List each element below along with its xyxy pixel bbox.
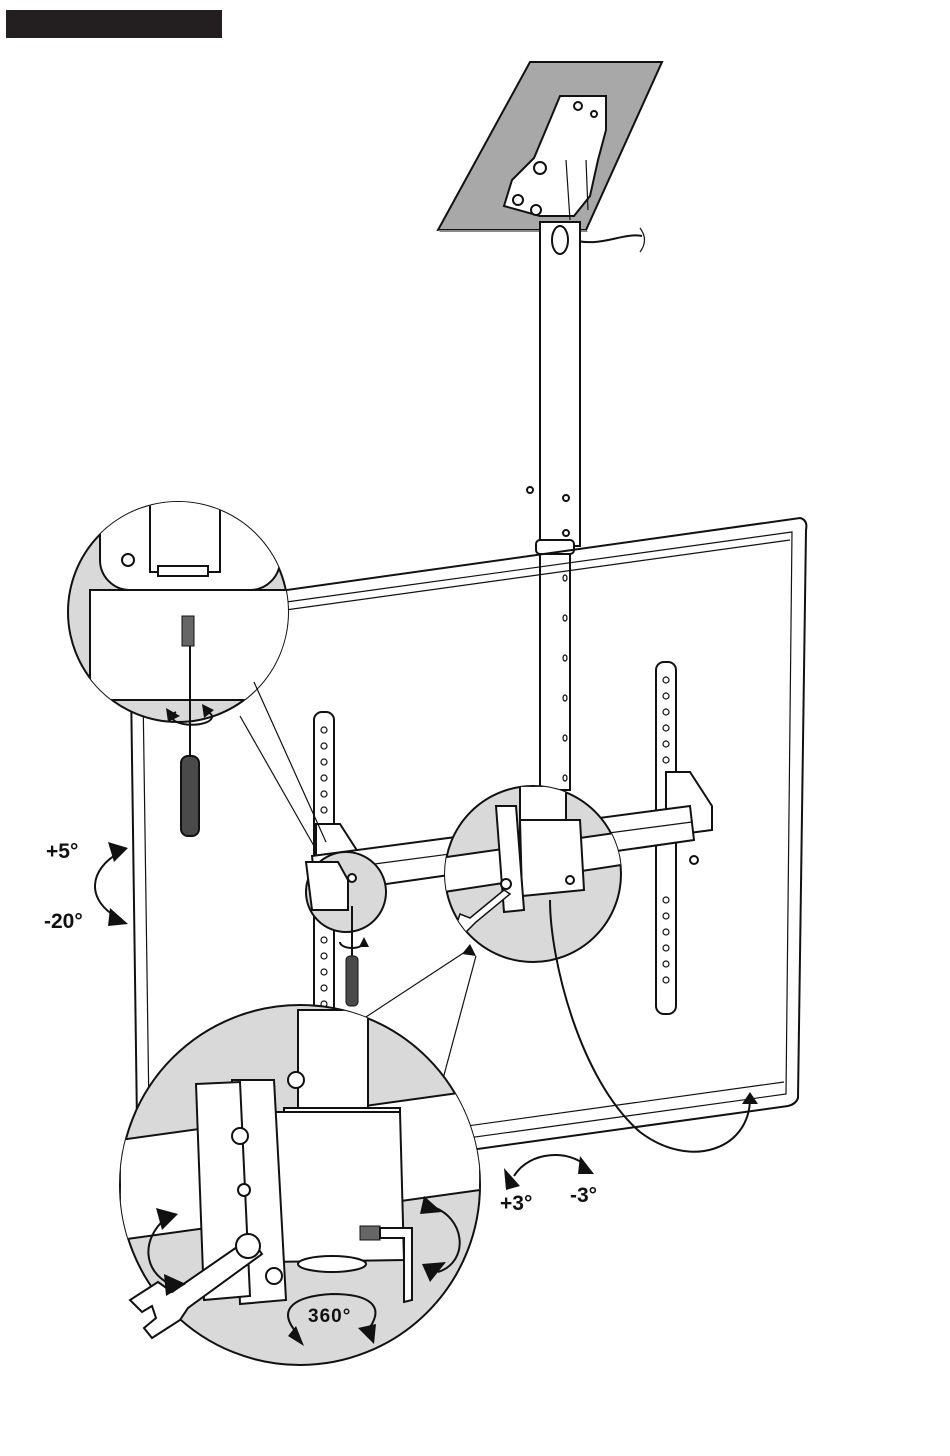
tilt-down-label: -20° [44,910,83,933]
ceiling-plate-icon [438,62,662,232]
mid-zoom-circle [440,786,654,962]
level-plus-label: +3° [500,1192,532,1215]
pole-icon [527,222,580,790]
top-zoom-circle [68,500,300,722]
level-minus-label: -3° [570,1184,597,1207]
swivel-label: 360° [308,1306,351,1327]
tilt-up-label: +5° [46,840,78,863]
header-bar [6,10,222,38]
